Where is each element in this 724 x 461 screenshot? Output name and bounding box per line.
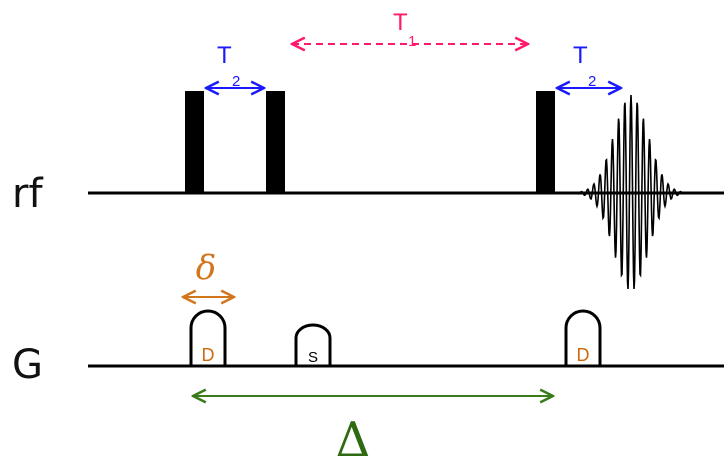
t1-label: T1 bbox=[393, 9, 416, 50]
rf-row-label: rf bbox=[12, 171, 43, 217]
delta-big-label: Δ bbox=[336, 412, 371, 461]
t2-right-label: T2 bbox=[573, 42, 596, 90]
gradient-lobe-d-last-label: D bbox=[577, 345, 590, 365]
rf-pulse-1 bbox=[185, 91, 204, 194]
t2-left-label: T2 bbox=[217, 42, 240, 90]
gradient-row-label: G bbox=[12, 342, 43, 388]
gradient-lobe-spoiler-label: S bbox=[308, 349, 318, 366]
gradient-lobe-d-last bbox=[564, 309, 602, 366]
gradient-lobe-spoiler bbox=[294, 323, 332, 366]
echo-signal bbox=[562, 94, 708, 290]
rf-pulse-2 bbox=[266, 91, 285, 194]
gradient-lobe-d-first bbox=[189, 309, 227, 366]
gradient-lobe-d-first-label: D bbox=[202, 345, 215, 365]
rf-pulse-3 bbox=[536, 91, 555, 194]
delta-small-label: δ bbox=[196, 248, 216, 288]
